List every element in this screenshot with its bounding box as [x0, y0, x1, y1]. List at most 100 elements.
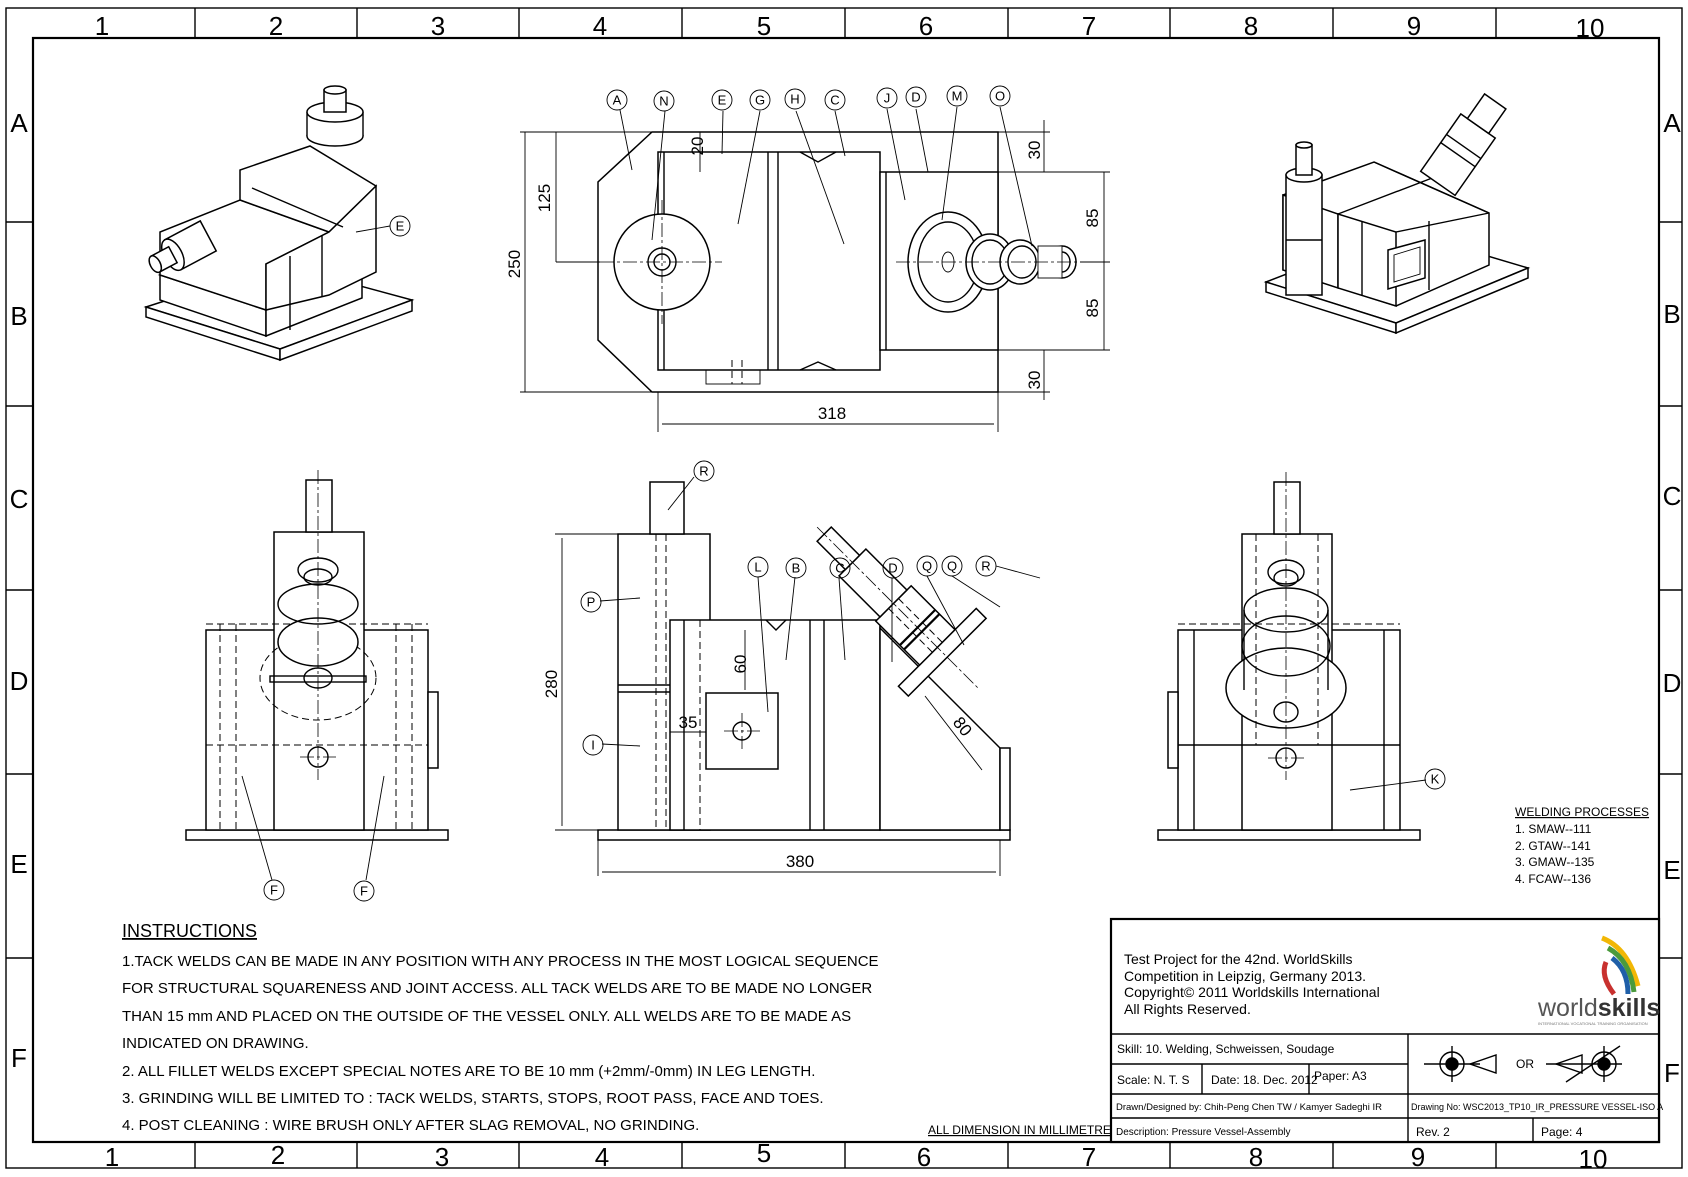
callout-m: M: [946, 85, 968, 107]
grid-row-b: B: [10, 301, 27, 331]
callout-g: G: [749, 89, 771, 111]
svg-text:E: E: [396, 219, 405, 234]
callout-d-plan: D: [905, 86, 927, 108]
svg-text:O: O: [995, 89, 1005, 104]
front-right-callouts: K: [1424, 768, 1446, 790]
grid-row-c: C: [10, 484, 29, 514]
worldskills-logo: worldskills INTERNATIONAL VOCATIONAL TRA…: [1537, 935, 1660, 1026]
plan-dimensions: [520, 120, 1110, 432]
tb-drawn-by: Drawn/Designed by: Chih-Peng Chen TW / K…: [1116, 1102, 1382, 1113]
welding-processes-title: WELDING PROCESSES: [1515, 805, 1649, 819]
plan-view: [597, 131, 1080, 393]
svg-text:worldskills: worldskills: [1537, 994, 1660, 1022]
dim-plan-30-bottom: 30: [1025, 371, 1044, 390]
callout-q-1: Q: [916, 555, 938, 577]
grid-col-4-bottom: 4: [595, 1142, 609, 1172]
callout-i: I: [582, 734, 604, 756]
plan-dimension-labels: 20 125 250 318 30 85 85 30: [505, 137, 1102, 423]
grid-col-9: 9: [1407, 11, 1421, 41]
dim-plan-20: 20: [688, 137, 707, 156]
grid-column-labels-bottom: 1 2 3 4 5 6 7 8 9 10: [105, 1138, 1608, 1174]
front-view-right: [1157, 472, 1427, 841]
grid-col-6-bottom: 6: [917, 1142, 931, 1172]
dim-front-35: 35: [679, 713, 698, 732]
iso-view-right: [1263, 92, 1531, 335]
grid-col-10: 10: [1576, 13, 1605, 43]
svg-text:I: I: [591, 738, 595, 753]
welding-process-3: 3. GMAW--135: [1515, 855, 1595, 869]
callout-h: H: [784, 88, 806, 110]
svg-text:M: M: [952, 89, 963, 104]
tb-page: Page: 4: [1541, 1125, 1583, 1139]
drawing-frame: [5, 7, 1683, 1169]
front-center-leaders: [599, 476, 1041, 747]
plan-leaders: [619, 106, 1033, 247]
callout-f-1: F: [263, 879, 285, 901]
svg-text:A: A: [613, 93, 622, 108]
iso-view-left: [143, 85, 415, 362]
svg-text:G: G: [755, 93, 765, 108]
callout-r-2: R: [975, 555, 997, 577]
tb-scale: Scale: N. T. S: [1117, 1073, 1189, 1087]
plan-callouts: A N E G H C J D M O: [606, 85, 1011, 112]
svg-text:H: H: [790, 92, 799, 107]
grid-row-c-right: C: [1663, 481, 1682, 511]
callout-e-iso: E: [389, 215, 411, 237]
tb-drawing-no: Drawing No: WSC2013_TP10_IR_PRESSURE VES…: [1411, 1102, 1663, 1112]
instruction-line-1: 1.TACK WELDS CAN BE MADE IN ANY POSITION…: [122, 953, 879, 970]
projection-or: OR: [1516, 1057, 1534, 1071]
project-line-3: Copyright© 2011 Worldskills Internationa…: [1124, 984, 1380, 1000]
title-block: [1109, 917, 1661, 1144]
dim-plan-318: 318: [818, 404, 846, 423]
callout-o: O: [989, 85, 1011, 107]
grid-row-b-right: B: [1663, 299, 1680, 329]
tb-description: Description: Pressure Vessel-Assembly: [1116, 1127, 1291, 1138]
svg-text:B: B: [792, 561, 801, 576]
units-note: ALL DIMENSION IN MILLIMETRES: [928, 1123, 1119, 1137]
grid-row-e-right: E: [1663, 855, 1680, 885]
svg-text:C: C: [835, 561, 844, 576]
callout-p: P: [580, 591, 602, 613]
callout-j: J: [876, 87, 898, 109]
grid-col-3-bottom: 3: [435, 1142, 449, 1172]
tb-date: Date: 18. Dec. 2012: [1211, 1073, 1318, 1087]
instruction-line-6: 3. GRINDING WILL BE LIMITED TO : TACK WE…: [122, 1090, 824, 1107]
grid-col-8: 8: [1244, 11, 1258, 41]
callout-l: L: [747, 556, 769, 578]
callout-c-front: C: [829, 557, 851, 579]
instruction-line-2: FOR STRUCTURAL SQUARENESS AND JOINT ACCE…: [122, 980, 872, 997]
grid-col-5-bottom: 5: [757, 1138, 771, 1168]
project-line-4: All Rights Reserved.: [1124, 1001, 1251, 1017]
svg-text:Q: Q: [922, 559, 932, 574]
dim-plan-85-upper: 85: [1083, 209, 1102, 228]
front-center-callouts: R P I L B C D Q Q R: [580, 460, 997, 756]
svg-text:K: K: [1431, 772, 1440, 787]
front-left-callouts: F F: [263, 879, 375, 902]
instructions-title: INSTRUCTIONS: [122, 921, 257, 941]
callout-r-1: R: [693, 460, 715, 482]
logo-tagline: INTERNATIONAL VOCATIONAL TRAINING ORGANI…: [1538, 1021, 1648, 1026]
project-statement: Test Project for the 42nd. WorldSkills C…: [1124, 951, 1380, 1017]
callout-f-2: F: [353, 880, 375, 902]
welding-processes: WELDING PROCESSES 1. SMAW--111 2. GTAW--…: [1515, 805, 1649, 886]
grid-row-labels-right: A B C D E F: [1663, 108, 1682, 1088]
logo-text-skills: skills: [1598, 994, 1661, 1022]
svg-text:E: E: [718, 93, 727, 108]
callout-a: A: [606, 89, 628, 111]
grid-row-a-right: A: [1663, 108, 1681, 138]
grid-row-labels-left: A B C D E F: [10, 108, 29, 1073]
tb-paper: Paper: A3: [1314, 1069, 1367, 1083]
front-view-left: [185, 470, 449, 881]
svg-text:F: F: [360, 884, 368, 899]
callout-b: B: [785, 557, 807, 579]
grid-col-8-bottom: 8: [1249, 1142, 1263, 1172]
grid-row-d-right: D: [1663, 668, 1682, 698]
dim-front-280: 280: [542, 670, 561, 698]
svg-text:N: N: [659, 94, 668, 109]
callout-d-front: D: [882, 557, 904, 579]
svg-text:D: D: [911, 90, 920, 105]
svg-text:R: R: [699, 464, 708, 479]
callout-e-plan: E: [711, 89, 733, 111]
callout-q-2: Q: [941, 555, 963, 577]
